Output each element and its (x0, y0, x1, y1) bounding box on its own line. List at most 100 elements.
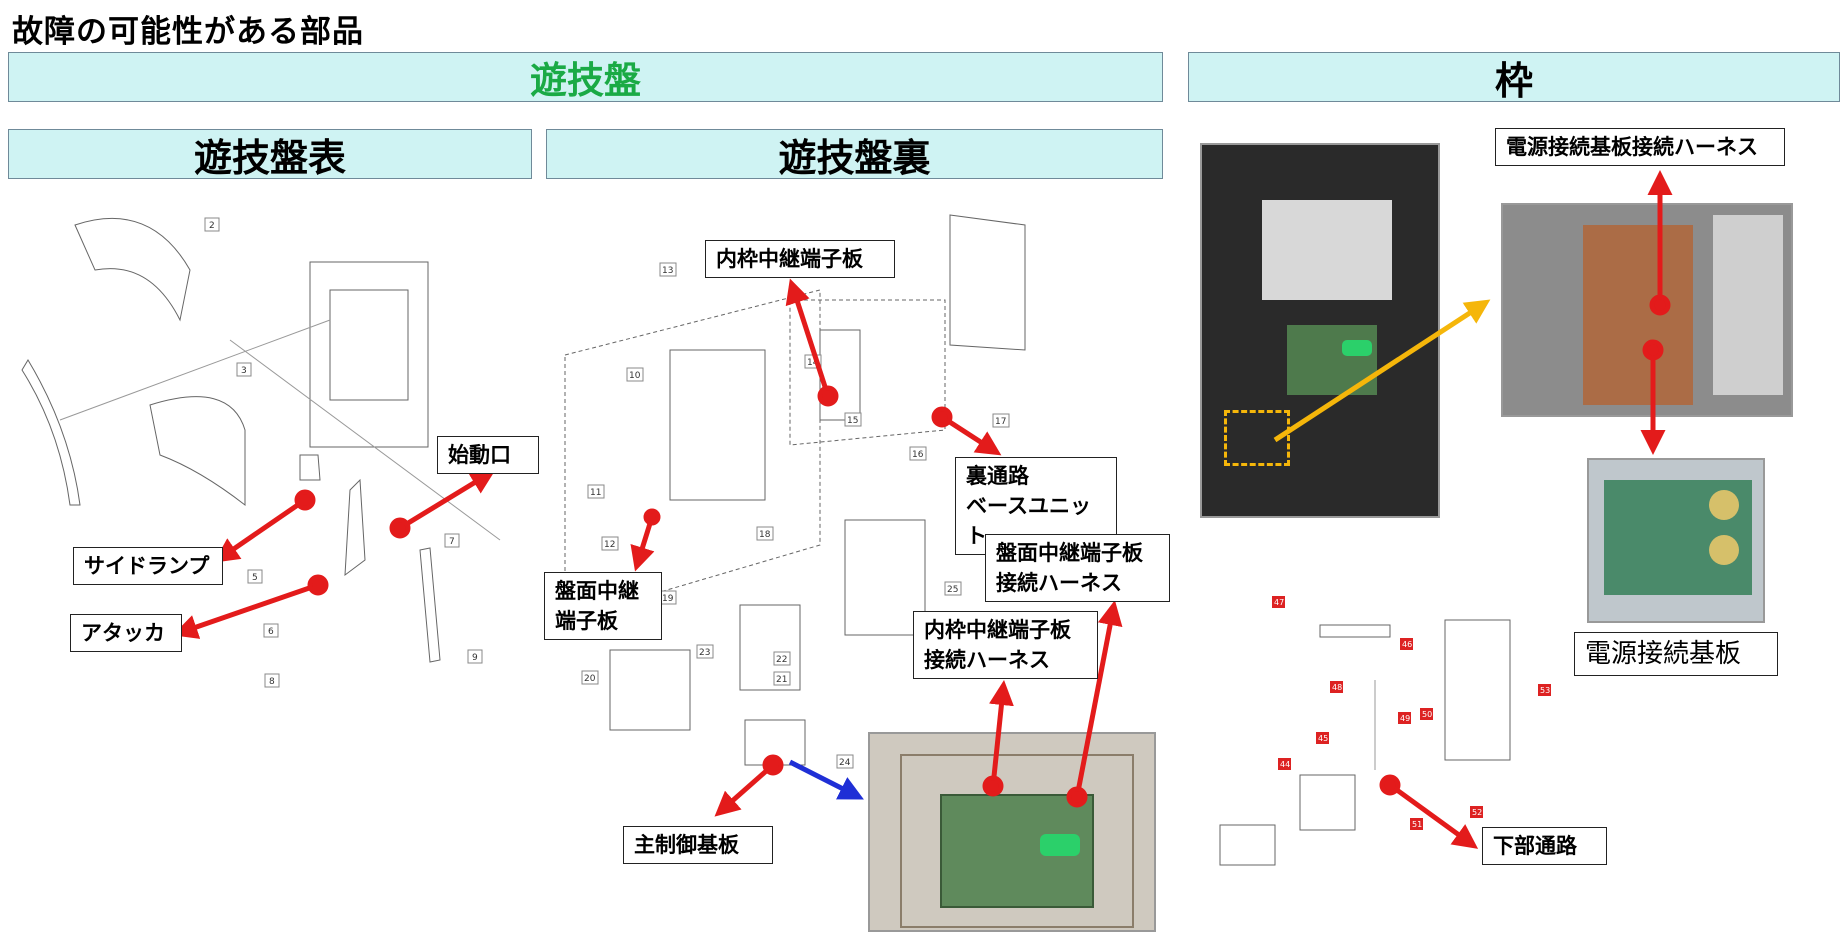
attacker-body-part (344, 478, 366, 577)
metal-plate-graphic (1713, 215, 1783, 395)
main-board-photo (868, 732, 1156, 932)
front-cover-part (74, 218, 191, 322)
svg-text:12: 12 (604, 540, 615, 550)
part-number-51: 51 (1410, 818, 1423, 830)
svg-text:3: 3 (241, 366, 247, 376)
svg-text:25: 25 (947, 585, 958, 595)
part-number-48: 48 (1330, 681, 1343, 693)
svg-text:48: 48 (1332, 683, 1342, 692)
svg-text:2: 2 (209, 221, 215, 231)
label-main-control: 主制御基板 (623, 826, 773, 864)
svg-text:50: 50 (1422, 710, 1432, 719)
frame-lower-part (1299, 774, 1356, 831)
svg-text:20: 20 (584, 674, 596, 684)
label-lower-passage: 下部通路 (1482, 827, 1607, 865)
highlight-box (1224, 410, 1290, 466)
svg-text:6: 6 (268, 627, 274, 637)
page-title: 故障の可能性がある部品 (12, 14, 364, 50)
svg-text:52: 52 (1472, 808, 1482, 817)
part-number-11: 11 (587, 484, 605, 499)
sub-board-part (609, 649, 691, 731)
label-board-relay-harness: 盤面中継端子板 接続ハーネス (985, 534, 1170, 602)
part-number-49: 49 (1398, 712, 1411, 724)
part-number-9: 9 (467, 649, 483, 664)
part-number-17: 17 (992, 413, 1010, 428)
inner-ring-part (149, 396, 246, 507)
label-power-harness: 電源接続基板接続ハーネス (1495, 128, 1785, 166)
arrow-back-passage (931, 406, 1002, 456)
part-number-6: 6 (263, 623, 279, 638)
label-inner-frame-relay: 内枠中継端子板 (705, 240, 895, 278)
svg-text:47: 47 (1274, 598, 1284, 607)
part-number-18: 18 (756, 526, 774, 541)
svg-text:9: 9 (472, 653, 478, 663)
board-body-part (309, 261, 429, 448)
frame-body-part (1444, 619, 1511, 761)
svg-text:8: 8 (269, 677, 275, 687)
svg-text:44: 44 (1280, 760, 1290, 769)
arrow-power-harness (1647, 170, 1673, 316)
part-number-7: 7 (444, 533, 460, 548)
frame-cap-part (1219, 824, 1276, 866)
svg-text:14: 14 (807, 358, 819, 368)
part-number-16: 16 (909, 446, 927, 461)
part-number-20: 20 (581, 670, 599, 685)
section-header-frame: 枠 (1188, 52, 1840, 103)
svg-text:46: 46 (1402, 640, 1412, 649)
capacitor-graphic (1709, 490, 1739, 520)
svg-text:24: 24 (839, 758, 851, 768)
label-power-board: 電源接続基板 (1574, 632, 1778, 676)
arrow-side-lamp (213, 489, 316, 563)
svg-text:53: 53 (1540, 686, 1550, 695)
label-board-relay: 盤面中継 端子板 (544, 572, 662, 640)
capacitor-graphic (1709, 535, 1739, 565)
part-number-2: 2 (204, 217, 220, 232)
back-frame-dashed-box (564, 289, 821, 621)
part-number-53: 53 (1538, 684, 1551, 696)
label-inner-frame-relay-harness: 内枠中継端子板 接続ハーネス (913, 611, 1098, 679)
part-number-44: 44 (1278, 758, 1291, 770)
section-header-board: 遊技盤 (8, 52, 1163, 102)
board-window-part (329, 289, 409, 401)
harness-photo (1501, 203, 1793, 417)
svg-text:17: 17 (995, 417, 1006, 427)
arrow-power-board (1640, 339, 1666, 455)
part-number-23: 23 (696, 644, 714, 659)
part-number-10: 10 (626, 367, 644, 382)
section-header-board-back: 遊技盤裏 (546, 129, 1163, 180)
svg-text:10: 10 (629, 371, 641, 381)
arrow-to-main-board-photo (788, 759, 864, 800)
svg-text:13: 13 (662, 266, 673, 276)
label-start-hole: 始動口 (437, 436, 539, 474)
case-outline-graphic (900, 754, 1134, 928)
part-number-19: 19 (659, 590, 677, 605)
label-side-lamp: サイドランプ (73, 547, 223, 585)
part-number-45: 45 (1316, 732, 1329, 744)
svg-text:21: 21 (776, 675, 787, 685)
green-label-graphic (1040, 834, 1080, 856)
section-header-board-front: 遊技盤表 (8, 129, 532, 180)
label-attacker: アタッカ (70, 614, 182, 652)
part-number-21: 21 (773, 671, 791, 686)
harness-wires-graphic (1583, 225, 1693, 405)
svg-text:19: 19 (662, 594, 674, 604)
arrow-inner-relay-harness (982, 680, 1014, 797)
cover-panel-graphic (1262, 200, 1392, 300)
arrow-board-relay (630, 508, 661, 572)
part-number-5: 5 (247, 569, 263, 584)
part-number-24: 24 (836, 754, 854, 769)
part-number-52: 52 (1470, 806, 1483, 818)
svg-text:45: 45 (1318, 734, 1328, 743)
arrow-to-harness-photo (1273, 299, 1491, 443)
arrow-main-control (714, 754, 784, 817)
rail-part (419, 547, 441, 663)
svg-text:7: 7 (449, 537, 455, 547)
arrow-inner-frame-relay (785, 278, 839, 407)
svg-text:18: 18 (759, 530, 771, 540)
back-cover-part (844, 519, 926, 636)
svg-text:16: 16 (912, 450, 924, 460)
svg-text:5: 5 (252, 573, 258, 583)
part-number-3: 3 (236, 362, 252, 377)
